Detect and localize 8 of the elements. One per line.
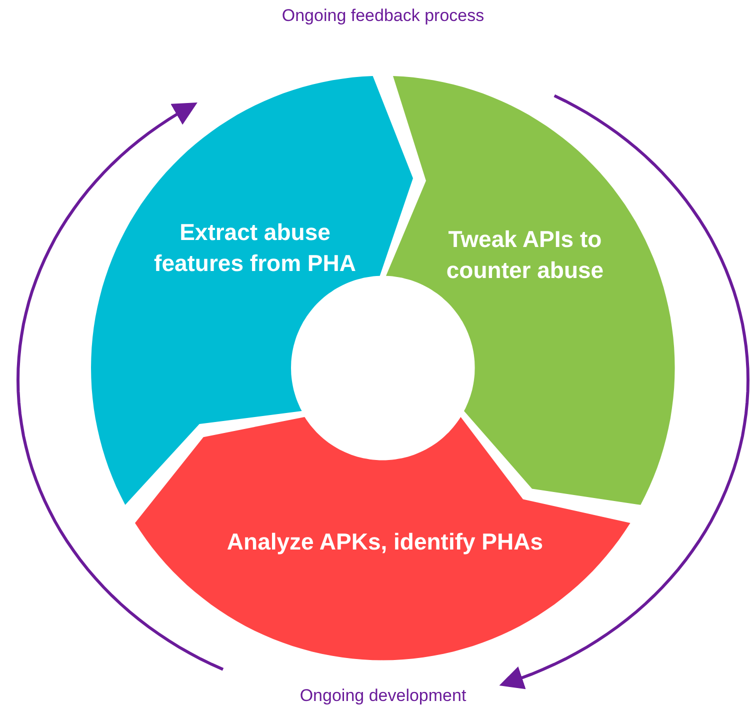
segment-label: Analyze APKs, identify PHAs [226,527,544,556]
cycle-segment [386,76,675,506]
cycle-segment [135,416,631,660]
cycle-caption: Ongoing development [300,686,466,706]
segment-label: Tweak APIs to counter abuse [445,224,605,285]
segment-label: Extract abuse features from PHA [153,218,357,278]
cycle-caption: Ongoing feedback process [282,6,484,26]
cycle-segment [91,76,414,506]
